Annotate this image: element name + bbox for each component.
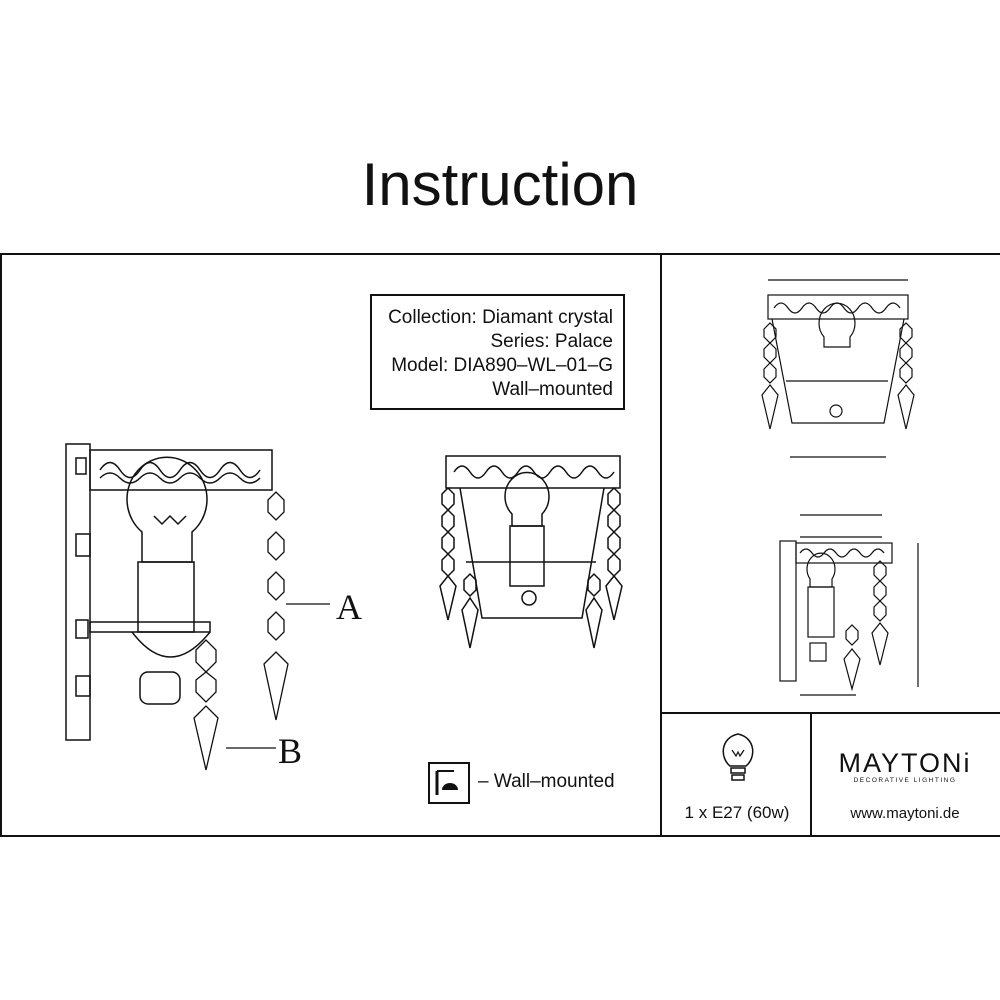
brand-subtitle: DECORATIVE LIGHTING xyxy=(853,777,957,784)
series-text: Series: Palace xyxy=(490,331,613,352)
website-link[interactable]: www.maytoni.de xyxy=(850,805,960,822)
front-view-drawing xyxy=(439,455,623,649)
bulb-icon xyxy=(722,733,754,781)
collection-text: Collection: Diamant crystal xyxy=(388,307,613,328)
model-text: Model: DIA890–WL–01–G xyxy=(391,355,613,376)
dimension-side-drawing xyxy=(779,514,919,696)
divider-horizontal xyxy=(660,712,1000,714)
divider-footer xyxy=(810,712,812,835)
side-view-drawing xyxy=(65,443,330,771)
wall-mount-icon xyxy=(428,762,470,804)
product-info-box: Collection: Diamant crystal Series: Pala… xyxy=(370,294,625,410)
instruction-sheet xyxy=(0,253,1000,837)
dimension-front-drawing xyxy=(761,279,915,458)
divider-vertical xyxy=(660,253,662,835)
label-b: B xyxy=(278,731,303,771)
brand-logo: MAYTONi DECORATIVE LIGHTING xyxy=(812,748,998,784)
bulb-spec-text: 1 x E27 (60w) xyxy=(684,803,790,822)
label-a: A xyxy=(336,587,362,627)
page-title: Instruction xyxy=(361,151,639,218)
brand-name: MAYTONi xyxy=(838,748,972,778)
legend-text: – Wall–mounted xyxy=(478,771,615,792)
mounting-text: Wall–mounted xyxy=(492,379,613,400)
